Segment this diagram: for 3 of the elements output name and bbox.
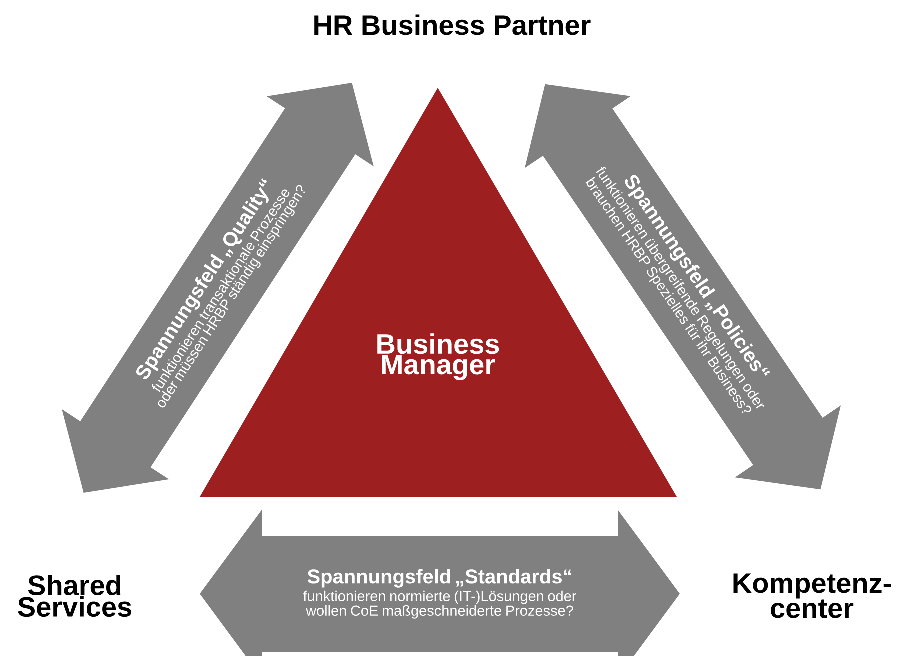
role-label: Kompetenz-center bbox=[734, 574, 891, 618]
role-label: HR Business Partner bbox=[314, 14, 591, 36]
role-label: Shared Services bbox=[18, 574, 132, 618]
